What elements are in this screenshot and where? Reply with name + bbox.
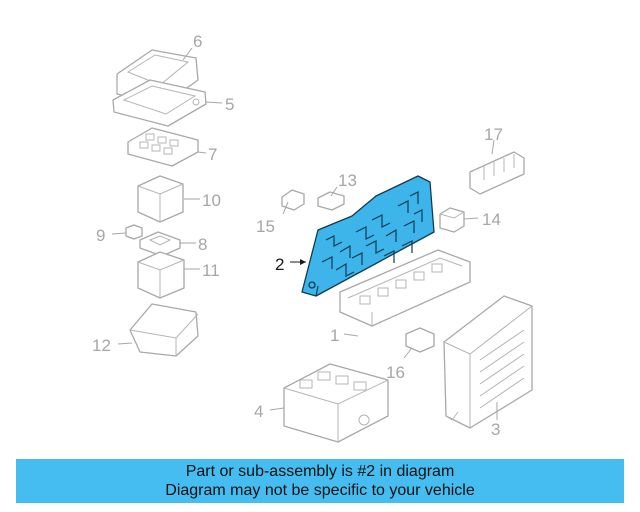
info-banner: Part or sub-assembly is #2 in diagram Di… xyxy=(16,459,624,503)
part-5-tray[interactable] xyxy=(112,79,207,127)
callout-3: 3 xyxy=(491,420,500,439)
part-4-fuse-block[interactable] xyxy=(283,363,389,443)
callout-1: 1 xyxy=(330,326,339,345)
callout-5: 5 xyxy=(225,95,234,114)
part-11-relay[interactable] xyxy=(137,251,185,299)
part-8-socket[interactable] xyxy=(139,231,181,257)
callout-14: 14 xyxy=(482,210,501,229)
callout-7: 7 xyxy=(208,145,217,164)
part-14-cube-relay[interactable] xyxy=(439,207,465,233)
callout-11: 11 xyxy=(202,261,220,280)
callout-12: 12 xyxy=(92,336,111,355)
part-13-clip[interactable] xyxy=(317,191,345,211)
callout-15: 15 xyxy=(256,217,275,236)
part-17-bracket[interactable] xyxy=(469,151,525,195)
callout-16: 16 xyxy=(386,363,405,382)
banner-line-2: Diagram may not be specific to your vehi… xyxy=(165,482,475,499)
callout-2: 2 xyxy=(275,255,284,274)
callout-13: 13 xyxy=(338,171,357,190)
callout-9: 9 xyxy=(96,226,105,245)
part-10-relay[interactable] xyxy=(137,175,184,223)
part-16-relay[interactable] xyxy=(405,327,435,353)
callout-6: 6 xyxy=(193,32,202,51)
part-9-cap[interactable] xyxy=(125,224,143,240)
callout-17: 17 xyxy=(484,125,503,144)
part-12-connector[interactable] xyxy=(129,303,199,357)
part-1-base[interactable] xyxy=(339,249,471,327)
callout-10: 10 xyxy=(202,191,221,210)
part-15-clip[interactable] xyxy=(281,189,305,211)
part-2-fuse-panel[interactable] xyxy=(301,175,435,297)
callout-4: 4 xyxy=(254,402,263,421)
banner-line-1: Part or sub-assembly is #2 in diagram xyxy=(185,463,455,480)
part-7-relay-block[interactable] xyxy=(127,127,199,167)
part-3-housing[interactable] xyxy=(443,295,533,429)
callout-8: 8 xyxy=(198,235,207,254)
